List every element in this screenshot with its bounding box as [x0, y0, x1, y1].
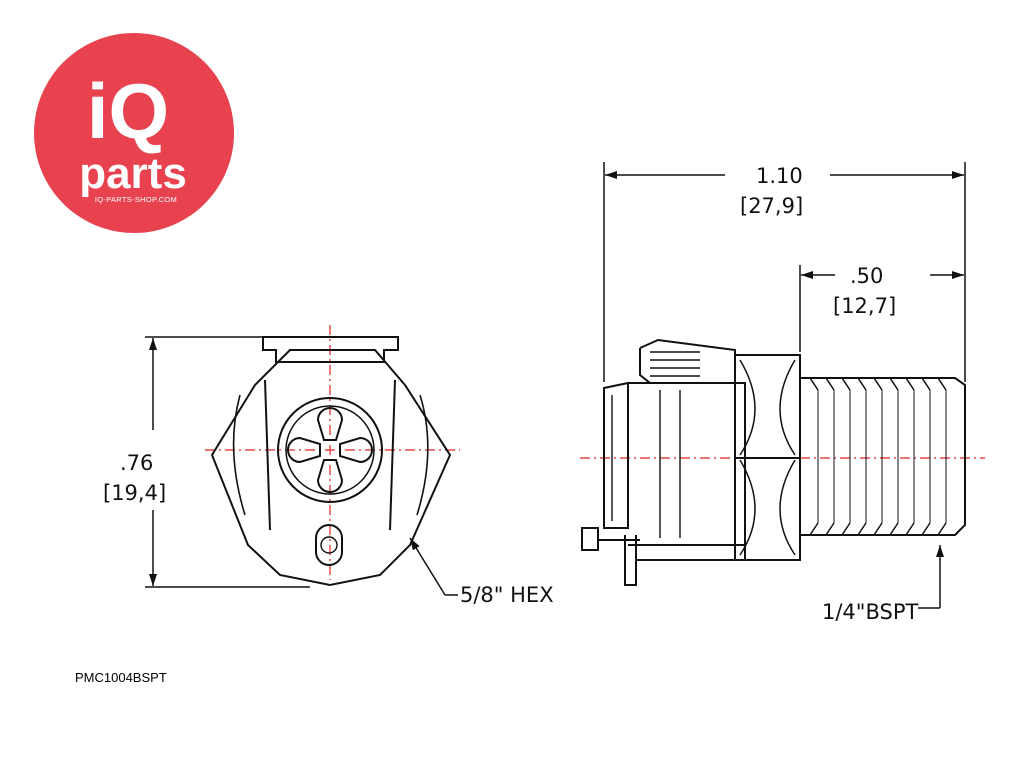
- logo-iq-text: iQ: [87, 67, 169, 155]
- front-height-dimension: [145, 336, 310, 588]
- front-height-mm: [19,4]: [103, 481, 166, 505]
- front-lobe-bottom: [316, 459, 344, 493]
- front-latch-button: [315, 524, 343, 566]
- side-thread-lines: [817, 390, 947, 523]
- front-valve-outer: [277, 397, 383, 503]
- part-number: PMC1004BSPT: [75, 670, 167, 685]
- side-spring: [650, 351, 700, 377]
- side-hex-nut: [734, 354, 801, 561]
- side-hex-curves-right: [779, 359, 796, 556]
- front-lobe-top: [316, 407, 344, 441]
- logo-tagline: IQ-PARTS-SHOP.COM: [95, 195, 177, 204]
- iq-parts-logo[interactable]: iQ parts IQ-PARTS-SHOP.COM: [34, 33, 234, 233]
- front-left-bracket: [264, 379, 271, 531]
- side-lower-rail: [636, 544, 746, 561]
- front-view: [205, 325, 460, 587]
- thread-length-inch: .50: [850, 264, 883, 288]
- side-thread-top-teeth: [809, 377, 947, 391]
- side-length-mm: [27,9]: [740, 194, 803, 218]
- hex-leader: [409, 537, 458, 596]
- side-body: [628, 382, 746, 546]
- front-left-curve: [232, 394, 246, 516]
- logo-circle: [34, 33, 234, 233]
- side-length-inch: 1.10: [756, 164, 803, 188]
- bspt-label: 1/4"BSPT: [822, 600, 918, 624]
- side-length-dimension: [603, 162, 966, 382]
- hex-label: 5/8" HEX: [460, 583, 554, 607]
- front-lobe-left: [287, 436, 321, 464]
- side-button-plate: [624, 535, 637, 586]
- side-front-flange: [603, 381, 629, 529]
- logo-parts-text: parts: [79, 149, 187, 198]
- front-valve-inner: [285, 405, 375, 495]
- hex-leader-line: [409, 537, 446, 596]
- front-height-inch: .76: [120, 451, 153, 475]
- side-button: [581, 527, 599, 551]
- side-thread-envelope: [800, 377, 966, 536]
- thread-length-mm: [12,7]: [833, 294, 896, 318]
- front-button-inner: [320, 536, 338, 554]
- bspt-leader: [918, 545, 944, 609]
- front-lobe-right: [339, 436, 373, 464]
- front-right-bracket: [389, 379, 396, 531]
- front-right-curve: [416, 394, 429, 516]
- side-view: [580, 338, 985, 586]
- side-latch-arm: [639, 348, 651, 384]
- front-hex-outline: [210, 349, 452, 587]
- thread-length-dimension: [799, 265, 964, 352]
- side-hex-curves-left: [739, 359, 756, 556]
- side-thread-bottom-teeth: [809, 522, 947, 536]
